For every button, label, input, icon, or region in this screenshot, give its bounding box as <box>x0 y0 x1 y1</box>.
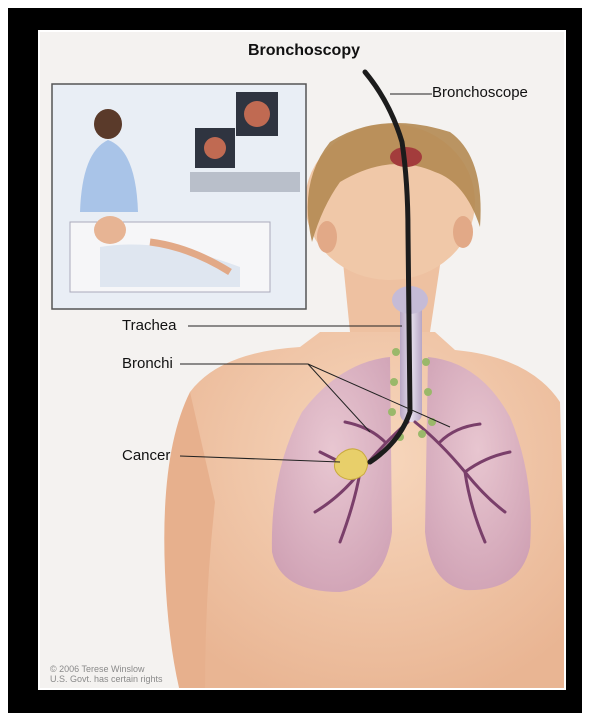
label-cancer: Cancer <box>122 447 170 464</box>
diagram-title: Bronchoscopy <box>40 42 566 60</box>
copyright-credit: © 2006 Terese Winslow U.S. Govt. has cer… <box>50 664 163 684</box>
ear-right <box>453 216 473 248</box>
label-trachea: Trachea <box>122 317 176 334</box>
ear-left <box>317 221 337 253</box>
label-bronchoscope: Bronchoscope <box>432 84 528 101</box>
credit-line-2: U.S. Govt. has certain rights <box>50 674 163 684</box>
anatomy-illustration <box>40 32 566 690</box>
inset-procedure-scene <box>52 84 306 309</box>
credit-line-1: © 2006 Terese Winslow <box>50 664 163 674</box>
label-bronchi: Bronchi <box>122 355 173 372</box>
illustration-panel: Bronchoscopy Bronchoscope Trachea Bronch… <box>38 30 566 690</box>
